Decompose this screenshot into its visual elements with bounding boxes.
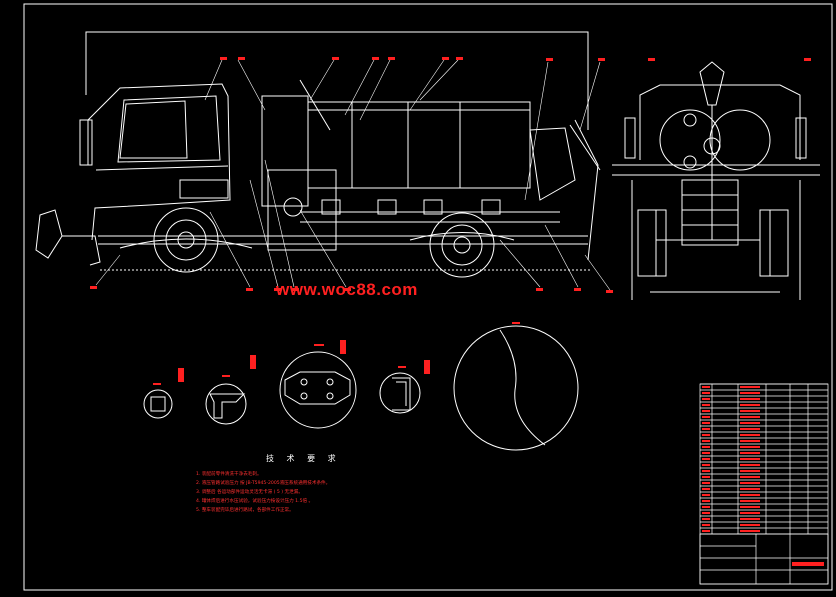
parts-row-name <box>740 392 760 394</box>
leader-lines <box>95 59 611 291</box>
parts-row-name <box>740 446 760 448</box>
title-block <box>699 533 829 585</box>
parts-row-name <box>740 452 760 454</box>
parts-row-number <box>702 488 710 490</box>
parts-row-number <box>702 500 710 502</box>
title-block-name <box>792 562 824 566</box>
tech-requirement: 2. 液压管路试验压力 按 JB-T5945-2005液压系统通用技术条件。 <box>196 481 331 486</box>
parts-row-name <box>740 386 760 388</box>
tech-requirement: 5. 整车装配完毕后进行路试，各部件工作正常。 <box>196 508 294 513</box>
parts-row-number <box>702 476 710 478</box>
parts-row-number <box>702 416 710 418</box>
tech-requirements-title: 技 术 要 求 <box>266 454 341 463</box>
parts-row-name <box>740 506 760 508</box>
parts-row-name <box>740 422 760 424</box>
parts-row-name <box>740 458 760 460</box>
parts-row-name <box>740 476 760 478</box>
drawing-frame <box>23 3 833 591</box>
parts-row-number <box>702 386 710 388</box>
parts-row-number <box>702 482 710 484</box>
parts-row-number <box>702 458 710 460</box>
parts-row-name <box>740 482 760 484</box>
tech-requirement: 4. 罐体焊后进行水压试验，试验压力按设计压力 1.5倍 。 <box>196 499 314 504</box>
parts-row-name <box>740 398 760 400</box>
parts-row-number <box>702 410 710 412</box>
parts-row-number <box>702 494 710 496</box>
parts-row-number <box>702 428 710 430</box>
parts-row-name <box>740 416 760 418</box>
detail-labels <box>153 322 520 385</box>
parts-row-number <box>702 518 710 520</box>
parts-row-name <box>740 530 760 532</box>
tech-requirement: 3. 调整后 各运动部件运动灵活无卡滞 ( 5 ) 无泄漏。 <box>196 490 303 495</box>
parts-row-name <box>740 464 760 466</box>
parts-row-name <box>740 512 760 514</box>
watermark: www.woc88.com <box>276 280 418 299</box>
parts-row-name <box>740 518 760 520</box>
tech-requirement: 1. 装配前零件清洗干净去毛刺。 <box>196 472 262 477</box>
parts-row-number <box>702 452 710 454</box>
parts-row-name <box>740 500 760 502</box>
detail-views <box>143 325 579 451</box>
parts-row-number <box>702 434 710 436</box>
parts-row-name <box>740 470 760 472</box>
parts-row-number <box>702 398 710 400</box>
detail-b <box>205 383 247 425</box>
parts-row-name <box>740 440 760 442</box>
detail-d <box>379 372 421 414</box>
parts-row-name <box>740 428 760 430</box>
detail-c <box>279 351 357 429</box>
parts-row-name <box>740 404 760 406</box>
parts-row-name <box>740 410 760 412</box>
tech-requirements-list: 1. 装配前零件清洗干净去毛刺。 2. 液压管路试验压力 按 JB-T5945-… <box>196 470 330 515</box>
parts-list-table <box>699 383 829 585</box>
parts-row-number <box>702 524 710 526</box>
parts-row-number <box>702 464 710 466</box>
parts-row-name <box>740 488 760 490</box>
parts-row-number <box>702 422 710 424</box>
detail-e <box>453 325 579 451</box>
truck-rear-view <box>612 61 820 300</box>
parts-row-number <box>702 392 710 394</box>
balloon-labels <box>90 57 811 293</box>
parts-row-name <box>740 524 760 526</box>
parts-row-number <box>702 440 710 442</box>
parts-row-number <box>702 512 710 514</box>
parts-list-red-marks <box>702 386 824 566</box>
parts-row-name <box>740 494 760 496</box>
parts-row-name <box>740 434 760 436</box>
parts-row-number <box>702 446 710 448</box>
detail-a <box>143 389 173 419</box>
parts-row-number <box>702 404 710 406</box>
parts-row-number <box>702 530 710 532</box>
truck-side-view <box>35 31 601 278</box>
parts-row-number <box>702 506 710 508</box>
parts-row-number <box>702 470 710 472</box>
